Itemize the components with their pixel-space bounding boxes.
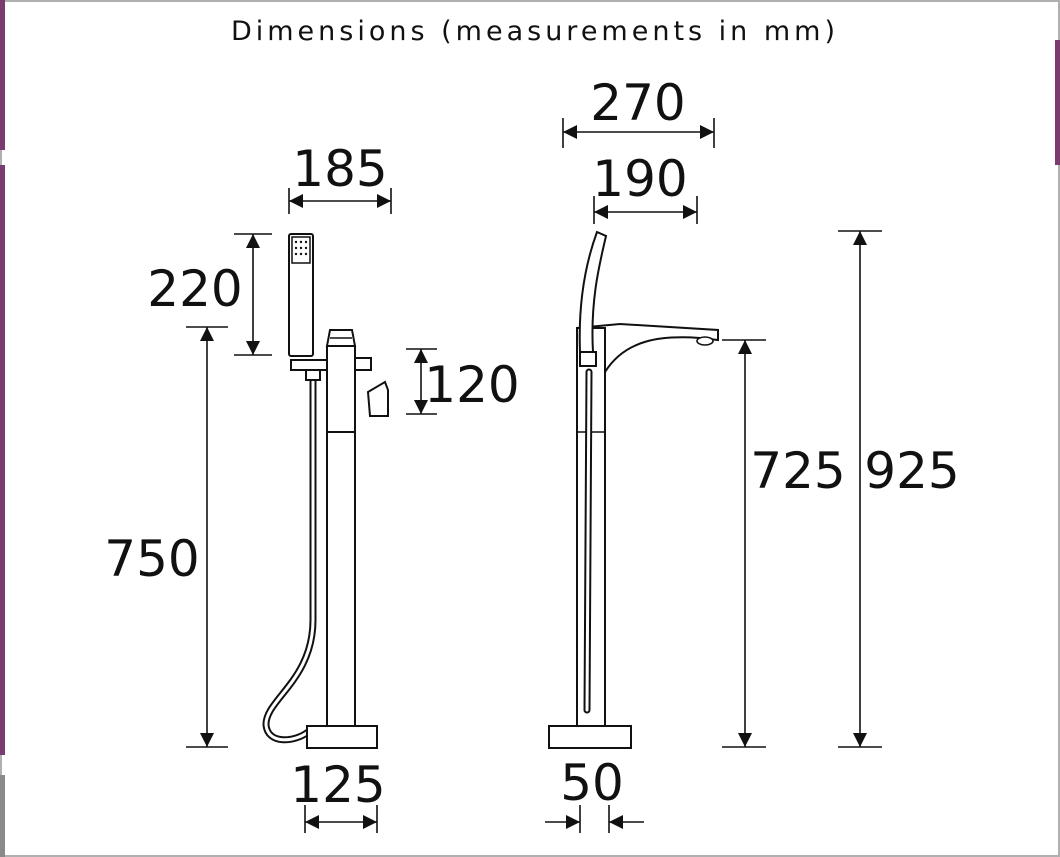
left-edge-strip-top [0, 0, 5, 150]
label-side-total-height: 925 [864, 442, 959, 500]
label-side-base-width: 50 [560, 754, 624, 812]
label-front-width-top: 185 [292, 140, 387, 198]
side-spout [576, 322, 719, 376]
label-front-handset-height: 220 [147, 260, 242, 318]
side-handset-holder [579, 351, 597, 367]
label-front-lever-height: 120 [424, 356, 519, 414]
side-view-faucet: 270 190 725 925 50 [545, 74, 960, 833]
label-side-handset-width: 190 [592, 150, 687, 208]
front-pillar [326, 429, 356, 729]
front-base [306, 725, 378, 749]
front-handset [288, 233, 314, 357]
label-front-total-height: 750 [104, 530, 199, 588]
label-side-spout-height: 725 [750, 442, 845, 500]
left-edge-strip-bottom [0, 775, 5, 857]
label-front-base-width: 125 [290, 756, 385, 814]
page-title: Dimensions (measurements in mm) [231, 16, 839, 47]
front-lever [366, 380, 389, 417]
front-view-faucet: 185 220 750 120 125 [104, 140, 520, 833]
right-edge-strip [1055, 40, 1060, 165]
front-body [326, 345, 356, 433]
side-base [548, 725, 632, 749]
left-edge-strip-middle [0, 165, 5, 755]
label-side-spout-width: 270 [590, 74, 685, 132]
handset-spray-head [291, 236, 311, 264]
